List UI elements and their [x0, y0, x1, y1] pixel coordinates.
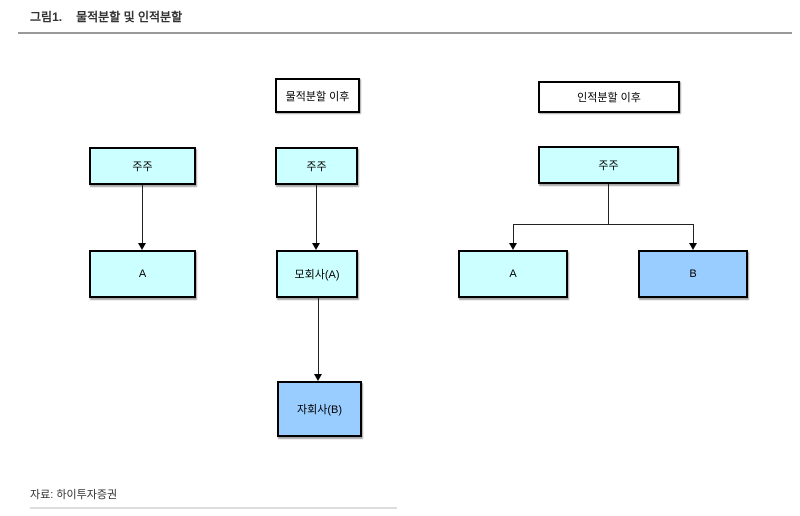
node-before-shareholders: 주주 [89, 147, 196, 185]
label-physical-split-after: 물적분할 이후 [275, 78, 360, 113]
node-before-company-a: A [89, 250, 196, 298]
arrow-down-icon [314, 374, 322, 381]
arrow-down-icon [312, 243, 320, 250]
node-equity-company-b: B [638, 250, 748, 298]
source-note: 자료: 하이투자증권 [30, 489, 118, 501]
edge-physical-parent-to-subsidiary [318, 298, 319, 374]
node-physical-shareholders: 주주 [275, 147, 358, 185]
edge-equity-branch-crossbar [513, 224, 694, 225]
node-equity-shareholders: 주주 [538, 146, 679, 184]
figure-title: 그림1. 물적분할 및 인적분할 [30, 8, 182, 25]
figure-title-text: 물적분할 및 인적분할 [76, 10, 183, 24]
edge-equity-branch-to-a [513, 224, 514, 243]
edge-physical-shareholders-to-parent [316, 185, 317, 243]
node-physical-parent-a: 모회사(A) [276, 250, 358, 298]
edge-equity-branch-to-b [693, 224, 694, 243]
arrow-down-icon [509, 243, 517, 250]
title-divider [18, 32, 792, 34]
footer-divider [30, 507, 397, 509]
label-equity-split-after: 인적분할 이후 [538, 81, 680, 113]
edge-before-shareholders-to-a [142, 185, 143, 243]
figure-number: 그림1. [30, 10, 63, 24]
node-physical-subsidiary-b: 자회사(B) [277, 381, 362, 437]
arrow-down-icon [138, 243, 146, 250]
arrow-down-icon [689, 243, 697, 250]
edge-equity-shareholders-stem [608, 184, 609, 225]
node-equity-company-a: A [458, 250, 568, 298]
